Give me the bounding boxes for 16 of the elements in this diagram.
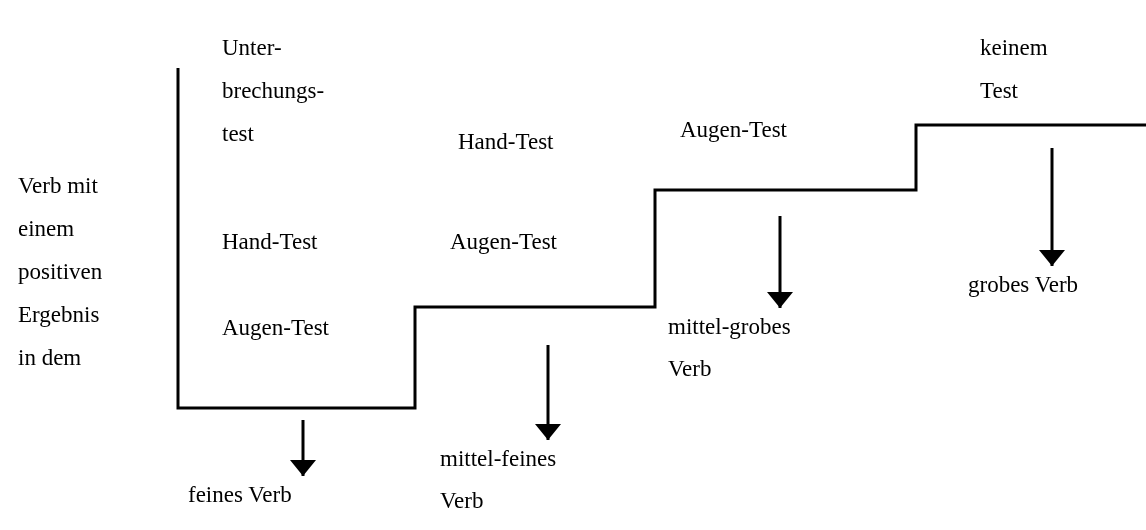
test-label: Unter- brechungs- test [222,34,326,148]
down-arrow [535,345,561,440]
verb-category-label: grobes Verb [968,264,1128,306]
down-arrow [290,420,316,476]
verb-category-label: mittel-feines Verb [440,438,590,522]
down-arrow [767,216,793,308]
test-label: Verb mit einem positiven Ergebnis in dem [18,172,104,372]
test-label: keinem Test [980,34,1049,105]
down-arrow [1039,148,1065,266]
test-label: Hand-Test [222,228,319,256]
test-label: Augen-Test [450,228,558,256]
test-label: Augen-Test [222,314,330,342]
test-label: Augen-Test [680,116,788,144]
verb-category-label: feines Verb [188,474,348,516]
verb-category-label: mittel-grobes Verb [668,306,818,390]
test-label: Hand-Test [458,128,555,156]
